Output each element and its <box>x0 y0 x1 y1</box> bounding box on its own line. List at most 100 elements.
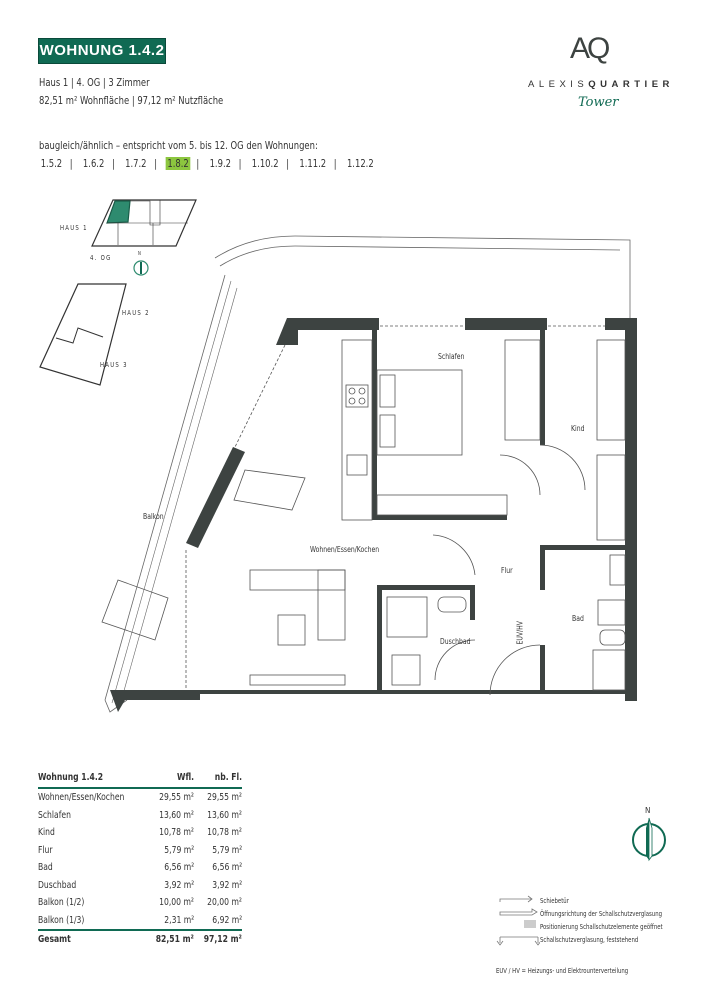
site-label-haus2: HAUS 2 <box>122 309 150 317</box>
col-header: nb. Fl. <box>214 772 242 783</box>
unit: 1.11.2 <box>299 157 327 170</box>
logo-mark: AQ <box>570 32 610 65</box>
furniture <box>101 325 626 696</box>
bad-toilet <box>599 629 626 646</box>
similar-units-list: 1.5.2| 1.6.2| 1.7.2| 1.8.2| 1.9.2| 1.10.… <box>40 157 374 170</box>
cell: 82,51 m² <box>155 934 195 946</box>
cell: 29,55 m² <box>207 792 242 804</box>
unit: 1.12.2 <box>346 157 374 170</box>
room-label-duschbad: Duschbad <box>440 637 471 646</box>
toilet <box>437 596 467 613</box>
cell: 6,56 m² <box>212 862 242 874</box>
cell: 13,60 m² <box>159 809 195 821</box>
sliding-door-icon <box>499 895 533 903</box>
cell: 13,60 m² <box>207 809 242 821</box>
balcony-table <box>101 579 169 641</box>
tv-board <box>249 674 346 686</box>
site-north-icon <box>133 260 149 276</box>
legend-item: Öffnungsrichtung der Schallschutzverglas… <box>540 910 662 918</box>
col-header: Wohnung 1.4.2 <box>38 772 104 783</box>
coffee-table <box>277 614 306 646</box>
wall <box>540 330 545 445</box>
wall <box>540 645 545 690</box>
site-label-floor: 4. OG <box>90 254 112 262</box>
apartment-marker <box>106 200 131 224</box>
site-label-haus1: HAUS 1 <box>60 224 88 232</box>
bed-kind <box>596 454 626 541</box>
cell: Wohnen/Essen/Kochen <box>38 792 125 804</box>
cell: Bad <box>38 862 53 874</box>
sink <box>346 454 368 476</box>
table-row: Bad 6,56 m² 6,56 m² <box>38 859 242 877</box>
wall <box>540 545 625 550</box>
legend-item: Schiebetür <box>540 897 569 905</box>
cell: 97,12 m² <box>203 934 242 946</box>
haus1-outline <box>91 199 197 247</box>
cell: 6,56 m² <box>164 862 195 874</box>
unit: 1.10.2 <box>251 157 279 170</box>
unit: 1.6.2 <box>82 157 105 170</box>
cell: 3,92 m² <box>164 879 195 891</box>
cell: Balkon (1/2) <box>38 897 85 909</box>
wall <box>465 318 547 330</box>
table-row: Flur 5,79 m² 5,79 m² <box>38 842 242 860</box>
wardrobe <box>376 494 508 516</box>
sofa <box>249 569 346 591</box>
cell: 3,92 m² <box>212 879 242 891</box>
cell: 29,55 m² <box>159 792 195 804</box>
table-row: Wohnen/Essen/Kochen 29,55 m² 29,55 m² <box>38 789 242 807</box>
apartment-area: 82,51 m² Wohnfläche | 97,12 m² Nutzfläch… <box>39 94 224 107</box>
logo-name: ALEXISQUARTIER <box>528 79 674 90</box>
cell: 5,79 m² <box>212 844 242 856</box>
unit-highlighted: 1.8.2 <box>165 157 191 170</box>
wall <box>110 690 200 712</box>
shower <box>386 596 428 638</box>
logo-name-bold: QUARTIER <box>588 79 674 90</box>
wall <box>372 330 377 520</box>
cell: 10,00 m² <box>159 897 195 909</box>
cell: Schlafen <box>38 809 71 821</box>
kitchen-counter <box>341 339 373 521</box>
washbasin <box>391 654 421 686</box>
cell: Gesamt <box>38 934 71 946</box>
wall <box>372 515 507 520</box>
footnote: EUV / HV = Heizungs- und Elektrounterver… <box>496 967 629 975</box>
desk <box>504 339 541 441</box>
table-header: Wohnung 1.4.2 Wfl. nb. Fl. <box>38 768 242 789</box>
unit: 1.9.2 <box>209 157 231 170</box>
room-label-wohnen: Wohnen/Essen/Kochen <box>310 545 380 554</box>
wall <box>377 585 475 590</box>
wall <box>540 550 545 590</box>
cell: 6,92 m² <box>212 914 242 926</box>
room-label-balkon: Balkon <box>143 512 164 521</box>
wall <box>287 318 379 330</box>
table-row: Balkon (1/2) 10,00 m² 20,00 m² <box>38 894 242 912</box>
door-swing <box>499 454 541 496</box>
walls <box>110 318 637 712</box>
cell: Flur <box>38 844 53 856</box>
table-row: Schlafen 13,60 m² 13,60 m² <box>38 807 242 825</box>
table-row: Duschbad 3,92 m² 3,92 m² <box>38 877 242 895</box>
dining-table <box>233 469 306 511</box>
wall <box>625 318 637 701</box>
area-table: Wohnung 1.4.2 Wfl. nb. Fl. Wohnen/Essen/Ko… <box>38 768 242 949</box>
cell: Duschbad <box>38 879 77 891</box>
col-header: Wfl. <box>177 772 195 783</box>
legend-item: Positionierung Schallschutzelemente geöf… <box>540 923 663 931</box>
wall <box>377 585 382 690</box>
north-compass-icon <box>632 817 666 862</box>
cell: 5,79 m² <box>164 844 195 856</box>
logo-name-light: ALEXIS <box>528 79 589 90</box>
cell: Balkon (1/3) <box>38 914 85 926</box>
legend-item: Schallschutzverglasung, feststehend <box>540 936 639 944</box>
cell: 10,78 m² <box>159 827 195 839</box>
cell: 20,00 m² <box>207 897 242 909</box>
bathtub <box>592 649 626 691</box>
bad-washbasin <box>597 599 626 626</box>
site-label-haus3: HAUS 3 <box>100 361 128 369</box>
legend-symbols <box>496 895 540 946</box>
wall <box>470 585 475 620</box>
room-label-euv: EUV/HV <box>515 621 525 645</box>
